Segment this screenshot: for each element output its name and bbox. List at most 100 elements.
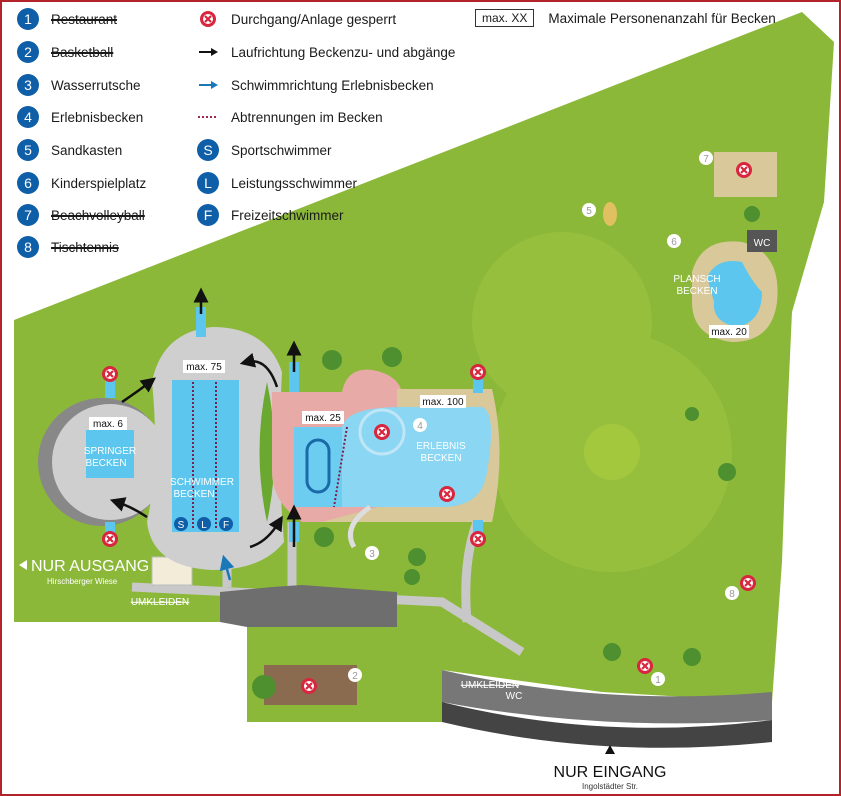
walking-direction-arrows bbox=[109, 287, 302, 549]
legend-item: max. XX Maximale Personenanzahl für Becke… bbox=[475, 9, 776, 27]
number-badge: 3 bbox=[17, 74, 39, 96]
exit-title: NUR AUSGANG bbox=[31, 558, 149, 575]
lane-s-badge: S bbox=[178, 520, 185, 531]
lane-dividers bbox=[192, 382, 217, 530]
legend-label: Durchgang/Anlage gesperrt bbox=[231, 11, 397, 27]
legend-item: 8 Tischtennis bbox=[17, 236, 119, 258]
wc-top-label: WC bbox=[754, 238, 771, 249]
legend-item: L Leistungsschwimmer bbox=[197, 172, 357, 194]
wc-bottom-label: WC bbox=[506, 691, 523, 702]
number-badge: 6 bbox=[17, 172, 39, 194]
plansch-label-1: PLANSCH bbox=[673, 274, 720, 285]
erlebnis-label-1: ERLEBNIS bbox=[416, 441, 466, 452]
whirlpool bbox=[358, 408, 406, 456]
marker-2: 2 bbox=[352, 671, 358, 682]
water-slide bbox=[348, 504, 372, 549]
legend-label: Tischtennis bbox=[51, 239, 119, 255]
closed-icon bbox=[197, 8, 219, 30]
marker-5: 5 bbox=[586, 206, 592, 217]
schwimmer-max: max. 75 bbox=[186, 362, 222, 373]
marker-6: 6 bbox=[671, 237, 677, 248]
legend-item: 5 Sandkasten bbox=[17, 139, 122, 161]
sportschwimmer-badge: S bbox=[197, 139, 219, 161]
number-badge: 4 bbox=[17, 106, 39, 128]
leistungsschwimmer-badge: L bbox=[197, 172, 219, 194]
plansch-label-2: BECKEN bbox=[676, 286, 717, 297]
legend-item: 4 Erlebnisbecken bbox=[17, 106, 143, 128]
legend-label: Wasserrutsche bbox=[51, 77, 141, 93]
erlebnis-max: max. 100 bbox=[422, 397, 464, 408]
springer-label-2: BECKEN bbox=[85, 458, 126, 469]
lawn-circle bbox=[584, 424, 640, 480]
hedge bbox=[259, 382, 275, 522]
legend-label: Basketball bbox=[51, 44, 114, 60]
marker-1: 1 bbox=[655, 675, 661, 686]
legend-label: Maximale Personenanzahl für Becken bbox=[548, 10, 776, 26]
legend-item: Laufrichtung Beckenzu- und abgänge bbox=[197, 41, 455, 63]
max-box: max. XX bbox=[475, 9, 535, 27]
lane-f-badge: F bbox=[223, 520, 229, 531]
legend-label: Sandkasten bbox=[51, 142, 123, 158]
black-arrow-icon bbox=[197, 41, 219, 63]
blue-arrow bbox=[219, 554, 235, 581]
legend-item: S Sportschwimmer bbox=[197, 139, 332, 161]
legend-item: 1 Restaurant bbox=[17, 8, 117, 30]
legend-item: 7 Beachvolleyball bbox=[17, 204, 145, 226]
dotted-line-icon bbox=[197, 106, 219, 128]
erlebnis-label-2: BECKEN bbox=[420, 453, 461, 464]
legend-item: Durchgang/Anlage gesperrt bbox=[197, 8, 396, 30]
trees bbox=[252, 206, 760, 699]
entrance-title: NUR EINGANG bbox=[554, 764, 667, 781]
marker-3: 3 bbox=[369, 549, 375, 560]
legend-label: Schwimmrichtung Erlebnisbecken bbox=[231, 77, 434, 93]
schwimmer-label-1: SCHWIMMER bbox=[170, 477, 234, 488]
legend-label: Laufrichtung Beckenzu- und abgänge bbox=[231, 44, 456, 60]
legend-item: 3 Wasserrutsche bbox=[17, 74, 141, 96]
springer-max: max. 6 bbox=[93, 419, 123, 430]
marker-4: 4 bbox=[417, 421, 423, 432]
entrance-subtitle: Ingolstädter Str. bbox=[582, 782, 638, 791]
sandbox bbox=[603, 202, 617, 226]
legend-label: Leistungsschwimmer bbox=[231, 175, 358, 191]
springer-pool bbox=[86, 430, 134, 478]
exit-subtitle: Hirschberger Wiese bbox=[47, 577, 118, 586]
legend-item: 2 Basketball bbox=[17, 41, 113, 63]
plansch-pool bbox=[707, 261, 762, 327]
entrance-arrow-icon bbox=[605, 745, 615, 754]
number-badge: 2 bbox=[17, 41, 39, 63]
legend-item: 6 Kinderspielplatz bbox=[17, 172, 146, 194]
number-badge: 5 bbox=[17, 139, 39, 161]
schwimmer-pool bbox=[172, 380, 239, 532]
schwimmer-label-2: BECKEN bbox=[173, 489, 214, 500]
legend-label: Sportschwimmer bbox=[231, 142, 332, 158]
entrance-building-shadow bbox=[442, 702, 772, 748]
marker-7: 7 bbox=[703, 154, 709, 165]
legend-item: Abtrennungen im Becken bbox=[197, 106, 383, 128]
legend-label: Erlebnisbecken bbox=[51, 109, 144, 125]
exit-arrow-icon bbox=[19, 560, 27, 570]
umkleiden-left-label: UMKLEIDEN bbox=[131, 597, 189, 608]
blue-arrow-icon bbox=[197, 74, 219, 96]
number-badge: 1 bbox=[17, 8, 39, 30]
pool-divider bbox=[333, 426, 348, 508]
legend-label: Freizeitschwimmer bbox=[231, 207, 344, 223]
legend-item: Schwimmrichtung Erlebnisbecken bbox=[197, 74, 434, 96]
number-badge: 7 bbox=[17, 204, 39, 226]
springer-label-1: SPRINGER bbox=[84, 446, 136, 457]
legend-item: F Freizeitschwimmer bbox=[197, 204, 344, 226]
legend-label: Restaurant bbox=[51, 11, 118, 27]
freizeitschwimmer-badge: F bbox=[197, 204, 219, 226]
small-pool-max: max. 25 bbox=[305, 413, 341, 424]
changing-building bbox=[220, 585, 397, 627]
number-badge: 8 bbox=[17, 236, 39, 258]
swim-direction-loop bbox=[305, 438, 331, 494]
legend-label: Beachvolleyball bbox=[51, 207, 145, 223]
legend-label: Kinderspielplatz bbox=[51, 175, 147, 191]
umkleiden-bottom-label: UMKLEIDEN bbox=[461, 680, 519, 691]
plansch-max: max. 20 bbox=[711, 327, 747, 338]
marker-8: 8 bbox=[729, 589, 735, 600]
wc-building bbox=[747, 230, 777, 252]
lane-l-badge: L bbox=[201, 520, 207, 531]
entrance-building bbox=[442, 670, 772, 724]
